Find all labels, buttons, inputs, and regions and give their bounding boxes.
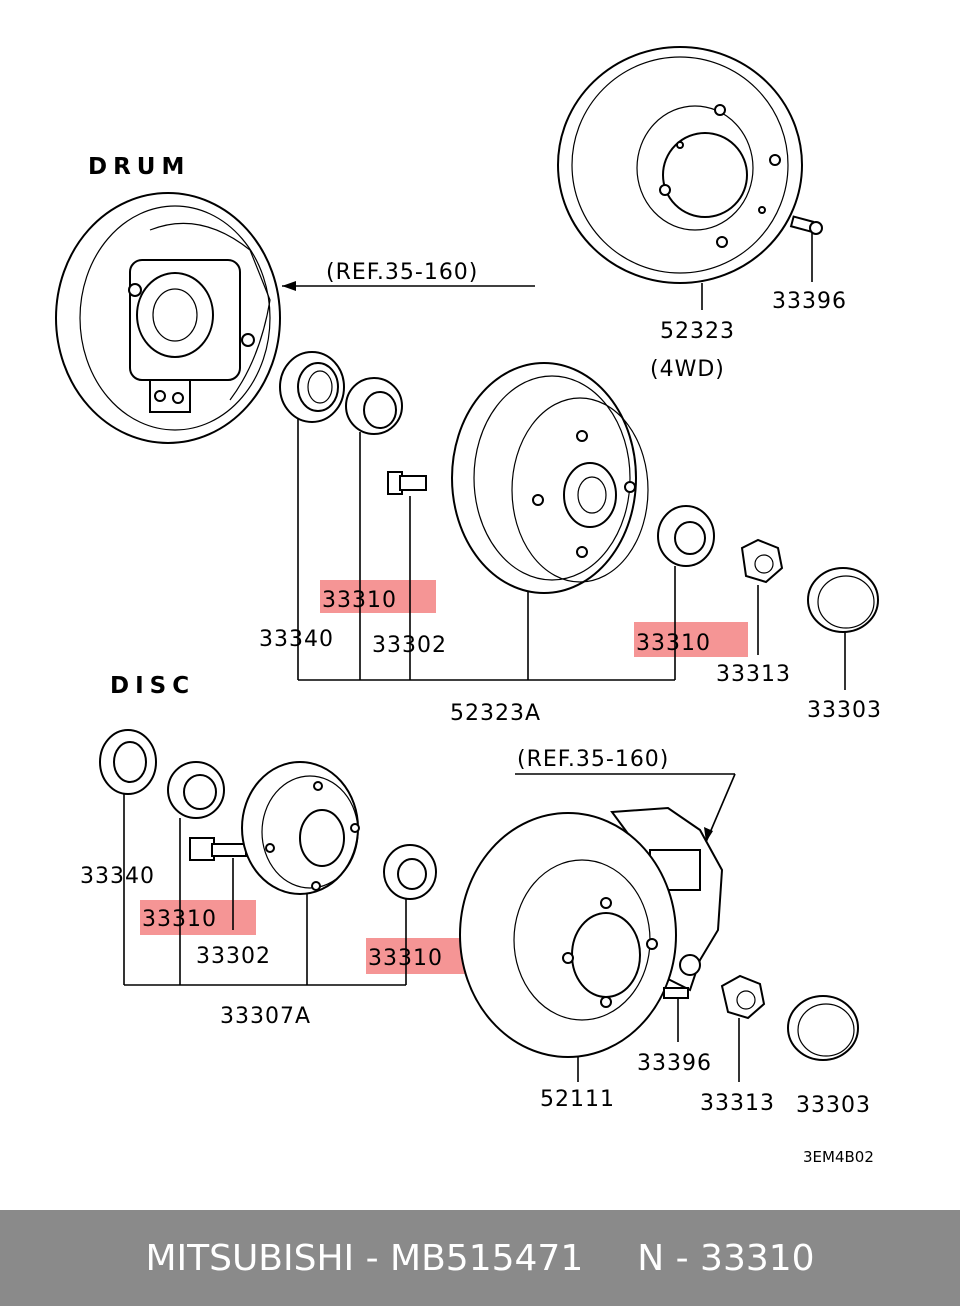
part-label-33302-drum: 33302 (372, 633, 447, 658)
hub-bolt-33302-drum (387, 471, 427, 495)
bearing-33310-drum-outer (657, 505, 715, 567)
part-label-33303-disc: 33303 (796, 1093, 871, 1118)
part-label-33310-disc-outer: 33310 (368, 946, 443, 971)
drum-backing-plate (55, 192, 281, 444)
bolt-33396-drum (789, 215, 823, 235)
diagram-code: 3EM4B02 (803, 1148, 874, 1166)
part-label-33310-disc-inner: 33310 (142, 907, 217, 932)
brake-drum-4wd (557, 46, 803, 284)
part-label-33396-drum: 33396 (772, 289, 847, 314)
part-label-33307A: 33307A (220, 1004, 311, 1029)
bolt-33396-disc (663, 987, 689, 999)
parts-diagram: DRUM DISC (REF.35-160) (REF.35-160) 5232… (55, 46, 882, 1166)
cap-33303-drum (807, 567, 879, 633)
highlight-box (634, 622, 748, 657)
part-label-4wd: (4WD) (650, 357, 725, 382)
part-label-33340-disc: 33340 (80, 864, 155, 889)
hub-bolt-33302-disc (189, 837, 247, 861)
disc-rotor-52111 (459, 812, 677, 1058)
part-label-33313-drum: 33313 (716, 662, 791, 687)
highlight-box (320, 580, 436, 613)
part-label-52323: 52323 (660, 319, 735, 344)
footer-bar: MITSUBISHI - MB515471 N - 33310 (0, 1210, 960, 1306)
part-label-33302-disc: 33302 (196, 944, 271, 969)
section-title-disc: DISC (110, 673, 195, 699)
ref-label-drum: (REF.35-160) (326, 260, 478, 285)
bearing-33310-disc-outer (383, 844, 437, 900)
footer-brand-part-number: MITSUBISHI - MB515471 (145, 1237, 584, 1279)
hub-33307A (241, 761, 360, 895)
hub-drum-52323A (451, 362, 649, 594)
part-label-33310-drum-outer: 33310 (636, 631, 711, 656)
bearing-33310-disc-inner (167, 761, 225, 819)
oil-seal-33340-drum (279, 351, 345, 423)
part-label-33313-disc: 33313 (700, 1091, 775, 1116)
part-label-33396-disc: 33396 (637, 1051, 712, 1076)
part-label-52111: 52111 (540, 1087, 615, 1112)
part-label-52323A: 52323A (450, 701, 541, 726)
part-label-33303-drum: 33303 (807, 698, 882, 723)
section-title-drum: DRUM (88, 154, 190, 180)
nut-33313-drum (740, 538, 784, 584)
cap-33303-disc (787, 995, 859, 1061)
footer-diagram-ref: N - 33310 (637, 1237, 815, 1279)
highlight-box (140, 900, 256, 935)
part-label-33340-drum: 33340 (259, 627, 334, 652)
bearing-33310-drum-inner (345, 377, 403, 435)
nut-33313-disc (720, 974, 766, 1020)
ref-label-disc: (REF.35-160) (517, 747, 669, 772)
oil-seal-33340-disc (99, 729, 157, 795)
part-label-33310-drum-inner: 33310 (322, 588, 397, 613)
